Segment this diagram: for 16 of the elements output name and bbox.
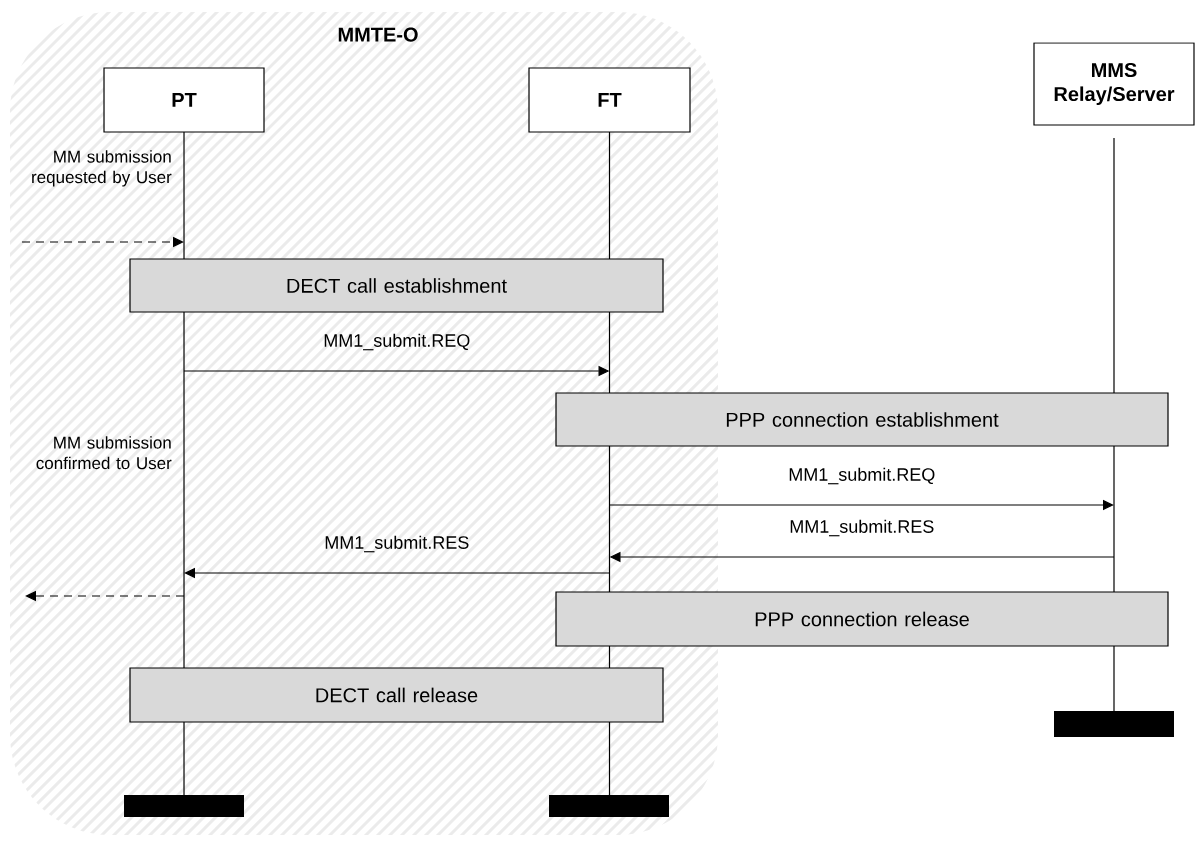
entity-box: PT <box>103 67 265 133</box>
lifeline-end-bar <box>1054 711 1174 737</box>
entity-box: FT <box>528 67 691 133</box>
note: MM submission requested by User <box>32 150 172 187</box>
phase-box: DECT call release <box>129 667 664 723</box>
message-label: MM1_submit.REQ <box>789 467 935 485</box>
phase-box: DECT call establishment <box>129 258 664 313</box>
message-label: MM1_submit.RES <box>325 535 469 553</box>
lifeline-end-bar <box>124 795 244 817</box>
message-label: MM1_submit.REQ <box>324 333 470 351</box>
note: MM submission confirmed to User <box>36 436 172 470</box>
message-label: MM1_submit.RES <box>790 519 934 537</box>
entity-box: MMS Relay/Server <box>1033 42 1195 126</box>
phase-box: PPP connection release <box>555 591 1169 647</box>
lifeline-end-bar <box>549 795 669 817</box>
phase-box: PPP connection establishment <box>555 392 1169 447</box>
